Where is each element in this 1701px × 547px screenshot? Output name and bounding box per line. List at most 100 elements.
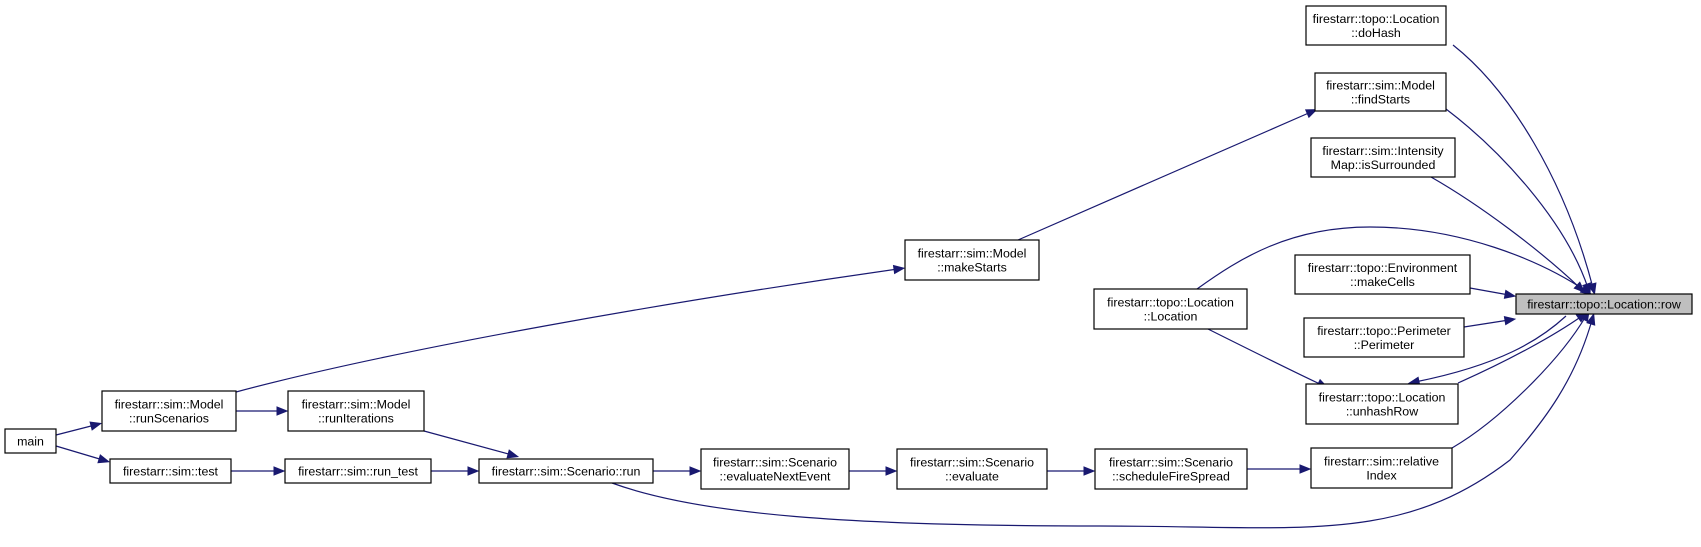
node-label-line: Index bbox=[1366, 469, 1397, 483]
node-box bbox=[287, 390, 425, 432]
node-label-line: firestarr::sim::Model bbox=[115, 398, 224, 412]
node-box bbox=[101, 390, 237, 432]
node-run_test[interactable]: firestarr::sim::run_test bbox=[284, 458, 432, 484]
arrowhead-icon bbox=[273, 466, 286, 476]
arrowhead-icon bbox=[689, 466, 702, 476]
edge-line bbox=[1017, 111, 1312, 241]
edge-line bbox=[1452, 44, 1594, 289]
node-test[interactable]: firestarr::sim::test bbox=[109, 458, 232, 484]
edge-unhashRow-to-row bbox=[1457, 311, 1588, 384]
node-label-line: ::scheduleFireSpread bbox=[1112, 470, 1230, 484]
node-label-line: ::makeCells bbox=[1350, 275, 1415, 289]
arrowhead-icon bbox=[97, 454, 111, 464]
node-label-line: ::runIterations bbox=[318, 412, 394, 426]
node-label-line: firestarr::sim::test bbox=[123, 465, 219, 479]
edge-makeCells-to-row bbox=[1469, 287, 1517, 299]
node-box bbox=[896, 448, 1048, 490]
edge-evaluate-to-scheduleFireSpread bbox=[1047, 466, 1096, 476]
nodes-layer: firestarr::topo::Location::rowfirestarr:… bbox=[4, 5, 1693, 490]
edge-line bbox=[1445, 108, 1589, 289]
node-label-line: firestarr::topo::Environment bbox=[1308, 261, 1458, 275]
edge-line bbox=[1469, 287, 1510, 296]
node-box bbox=[1310, 447, 1453, 489]
edge-line bbox=[55, 424, 96, 436]
node-label-line: firestarr::sim::Model bbox=[918, 247, 1027, 261]
node-box bbox=[478, 458, 654, 484]
node-scenarioRun[interactable]: firestarr::sim::Scenario::run bbox=[478, 458, 654, 484]
node-box bbox=[1310, 137, 1456, 178]
node-label-line: firestarr::sim::Model bbox=[1326, 79, 1435, 93]
node-Location[interactable]: firestarr::topo::Location::Location bbox=[1093, 288, 1248, 330]
edge-main-to-runScenarios bbox=[55, 421, 103, 436]
edge-test-to-run_test bbox=[231, 466, 286, 476]
node-box bbox=[284, 458, 432, 484]
node-label-line: ::runScenarios bbox=[129, 412, 209, 426]
node-box bbox=[1303, 317, 1465, 358]
node-label-line: firestarr::topo::Location bbox=[1313, 12, 1440, 26]
edge-main-to-test bbox=[55, 445, 111, 464]
edge-runIterations-to-scenarioRun bbox=[423, 430, 520, 459]
node-box bbox=[1314, 72, 1447, 112]
node-box bbox=[109, 458, 232, 484]
node-unhashRow[interactable]: firestarr::topo::Location::unhashRow bbox=[1305, 383, 1459, 425]
edge-scenarioRun-to-row bbox=[611, 312, 1596, 529]
edge-line bbox=[235, 268, 899, 393]
node-box bbox=[700, 448, 850, 490]
edge-line bbox=[1196, 226, 1587, 292]
node-label-line: firestarr::topo::Location::row bbox=[1527, 298, 1681, 312]
node-box bbox=[4, 428, 57, 454]
edge-line bbox=[1430, 176, 1581, 289]
arrowhead-icon bbox=[467, 466, 480, 476]
node-doHash[interactable]: firestarr::topo::Location::doHash bbox=[1305, 5, 1447, 46]
node-label-line: firestarr::sim::relative bbox=[1324, 455, 1439, 469]
node-runScenarios[interactable]: firestarr::sim::Model::runScenarios bbox=[101, 390, 237, 432]
node-label-line: ::makeStarts bbox=[937, 261, 1007, 275]
node-isSurrounded[interactable]: firestarr::sim::IntensityMap::isSurround… bbox=[1310, 137, 1456, 178]
arrowhead-icon bbox=[1503, 316, 1517, 326]
edge-isSurrounded-to-row bbox=[1430, 176, 1586, 294]
arrowhead-icon bbox=[1582, 282, 1592, 295]
arrowhead-icon bbox=[506, 449, 520, 459]
node-label-line: ::unhashRow bbox=[1346, 405, 1418, 419]
node-label-line: firestarr::topo::Perimeter bbox=[1317, 324, 1451, 338]
node-evaluate[interactable]: firestarr::sim::Scenario::evaluate bbox=[896, 448, 1048, 490]
node-Perimeter[interactable]: firestarr::topo::Perimeter::Perimeter bbox=[1303, 317, 1465, 358]
node-label-line: main bbox=[17, 435, 44, 449]
node-makeStarts[interactable]: firestarr::sim::Model::makeStarts bbox=[904, 239, 1040, 281]
arrowhead-icon bbox=[1304, 109, 1318, 119]
arrowhead-icon bbox=[89, 421, 103, 431]
edge-line bbox=[1207, 328, 1323, 386]
edges-layer bbox=[55, 44, 1597, 529]
edge-findStarts-to-row bbox=[1445, 108, 1592, 295]
arrowhead-icon bbox=[1083, 466, 1096, 476]
arrowhead-icon bbox=[1573, 281, 1586, 294]
node-box bbox=[1515, 293, 1693, 315]
arrowhead-icon bbox=[885, 466, 898, 476]
node-label-line: firestarr::sim::Scenario bbox=[910, 456, 1034, 470]
node-box bbox=[1093, 288, 1248, 330]
node-runIterations[interactable]: firestarr::sim::Model::runIterations bbox=[287, 390, 425, 432]
node-findStarts[interactable]: firestarr::sim::Model::findStarts bbox=[1314, 72, 1447, 112]
edge-scheduleFireSpread-to-relativeIndex bbox=[1247, 464, 1312, 474]
node-scheduleFireSpread[interactable]: firestarr::sim::Scenario::scheduleFireSp… bbox=[1094, 448, 1248, 490]
node-label-line: firestarr::sim::Scenario bbox=[713, 456, 837, 470]
node-label-line: ::doHash bbox=[1351, 26, 1401, 40]
edge-run_test-to-scenarioRun bbox=[431, 466, 480, 476]
edge-evaluateNextEvent-to-evaluate bbox=[849, 466, 898, 476]
arrowhead-icon bbox=[1299, 464, 1312, 474]
node-label-line: ::evaluate bbox=[945, 470, 999, 484]
node-evaluateNextEvent[interactable]: firestarr::sim::Scenario::evaluateNextEv… bbox=[700, 448, 850, 490]
edge-runScenarios-to-makeStarts bbox=[235, 264, 906, 393]
node-label-line: firestarr::sim::Scenario bbox=[1109, 456, 1233, 470]
edge-line bbox=[1457, 315, 1583, 384]
node-label-line: firestarr::sim::Model bbox=[302, 398, 411, 412]
node-row[interactable]: firestarr::topo::Location::row bbox=[1515, 293, 1693, 315]
node-label-line: firestarr::topo::Location bbox=[1319, 391, 1446, 405]
node-label-line: firestarr::sim::Scenario::run bbox=[492, 465, 641, 479]
node-box bbox=[1305, 5, 1447, 46]
node-main[interactable]: main bbox=[4, 428, 57, 454]
node-makeCells[interactable]: firestarr::topo::Environment::makeCells bbox=[1294, 254, 1471, 295]
arrowhead-icon bbox=[1503, 289, 1517, 299]
